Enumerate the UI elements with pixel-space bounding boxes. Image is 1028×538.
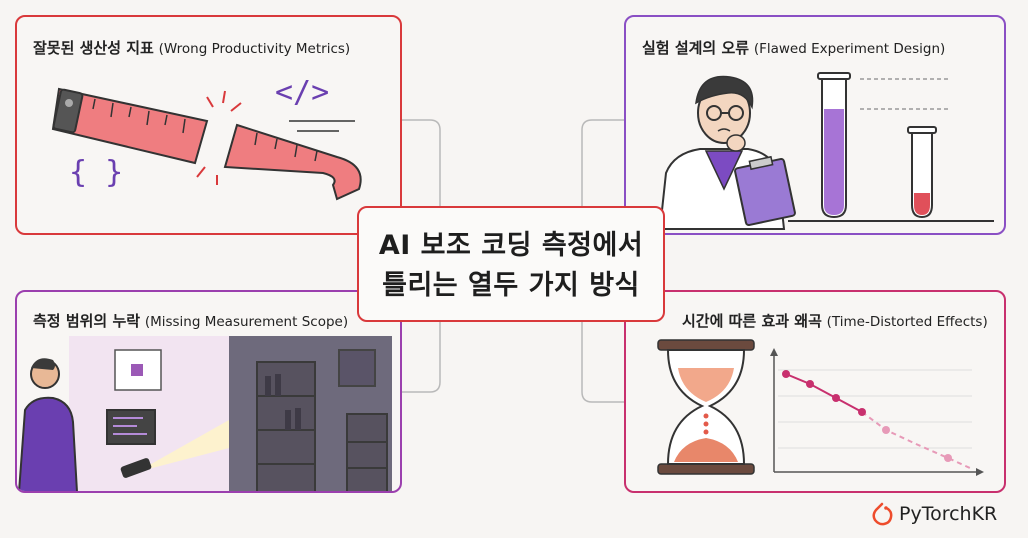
card-time-distorted-effects: 시간에 따른 효과 왜곡 (Time-Distorted Effects): [624, 290, 1006, 493]
card-title: 실험 설계의 오류 (Flawed Experiment Design): [642, 37, 945, 58]
hourglass-icon: [657, 339, 755, 475]
title-english: (Missing Measurement Scope): [144, 314, 349, 330]
card-flawed-experiment-design: 실험 설계의 오류 (Flawed Experiment Design): [624, 15, 1006, 235]
title-korean: 시간에 따른 효과 왜곡: [682, 312, 822, 330]
card-wrong-productivity-metrics: 잘못된 생산성 지표 (Wrong Productivity Metrics) …: [15, 15, 402, 235]
flashlight-scene-icon: [18, 336, 392, 491]
title-english: (Time-Distorted Effects): [826, 314, 988, 330]
main-title-box: AI 보조 코딩 측정에서 틀리는 열두 가지 방식: [357, 206, 665, 322]
test-tubes-icon: [788, 72, 994, 222]
title-english: (Flawed Experiment Design): [753, 41, 946, 57]
brand-name: PyTorchKR: [899, 503, 998, 525]
code-tag-icon: </>: [275, 75, 330, 110]
title-english: (Wrong Productivity Metrics): [158, 41, 351, 57]
main-title-line-1: AI 보조 코딩 측정에서: [378, 230, 644, 261]
curly-braces-icon: { }: [69, 155, 124, 190]
declining-trend-chart-icon: [770, 348, 984, 476]
broken-tape-measure-icon: [51, 87, 362, 201]
card-title: 잘못된 생산성 지표 (Wrong Productivity Metrics): [33, 37, 350, 58]
pytorch-flame-icon: [872, 502, 893, 526]
card-title: 시간에 따른 효과 왜곡 (Time-Distorted Effects): [682, 310, 988, 331]
title-korean: 잘못된 생산성 지표: [33, 39, 154, 57]
card-missing-measurement-scope: 측정 범위의 누락 (Missing Measurement Scope): [15, 290, 402, 493]
main-title-line-2: 틀리는 열두 가지 방식: [382, 270, 640, 301]
card-title: 측정 범위의 누락 (Missing Measurement Scope): [33, 310, 348, 331]
brand-logo: PyTorchKR: [871, 502, 997, 526]
title-korean: 측정 범위의 누락: [33, 312, 141, 330]
scientist-icon: [658, 75, 796, 230]
title-korean: 실험 설계의 오류: [642, 39, 750, 57]
